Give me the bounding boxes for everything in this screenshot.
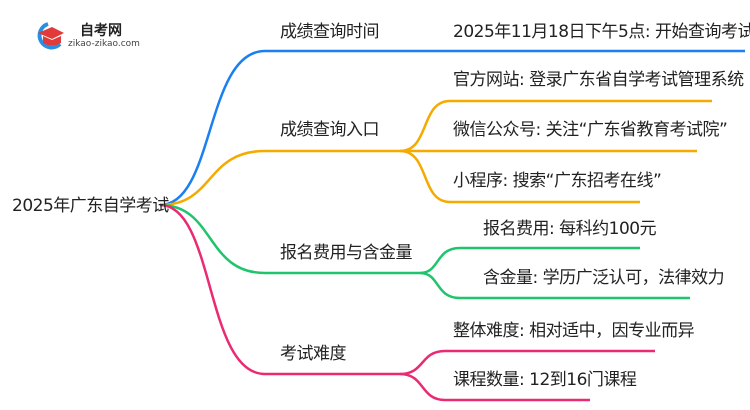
connector-orange	[159, 149, 400, 207]
branch-fee-value: 报名费用与含金量	[280, 243, 413, 263]
leaf-node: 整体难度: 相对适中，因专业而异	[453, 321, 695, 341]
logo: 自考网 zikao-zikao.com	[30, 18, 170, 54]
branch-score-time: 成绩查询时间	[280, 22, 380, 42]
connector-pink-leaf1	[399, 349, 655, 376]
logo-url: zikao-zikao.com	[68, 39, 140, 49]
connector-blue	[159, 49, 745, 207]
root-node: 2025年广东自学考试	[12, 196, 169, 216]
leaf-node: 报名费用: 每科约100元	[483, 219, 657, 239]
connector-green-leaf2	[419, 271, 690, 300]
connector-orange-leaf1	[399, 99, 712, 153]
leaf-node: 课程数量: 12到16门课程	[453, 370, 637, 390]
connector-green	[159, 203, 420, 275]
connector-pink-leaf2	[399, 372, 590, 402]
connector-green-leaf1	[419, 246, 640, 275]
leaf-node: 微信公众号: 关注“广东省教育考试院”	[453, 120, 728, 140]
leaf-node: 含金量: 学历广泛认可，法律效力	[483, 268, 725, 288]
graduation-cap-icon	[37, 22, 64, 50]
connector-pink	[159, 203, 400, 376]
connector-orange-leaf3	[399, 149, 640, 204]
leaf-node: 官方网站: 登录广东省自学考试管理系统	[453, 70, 744, 90]
branch-score-entry: 成绩查询入口	[280, 120, 380, 140]
logo-title: 自考网	[80, 23, 122, 39]
branch-difficulty: 考试难度	[280, 344, 347, 364]
leaf-node: 小程序: 搜索“广东招考在线”	[453, 171, 662, 191]
